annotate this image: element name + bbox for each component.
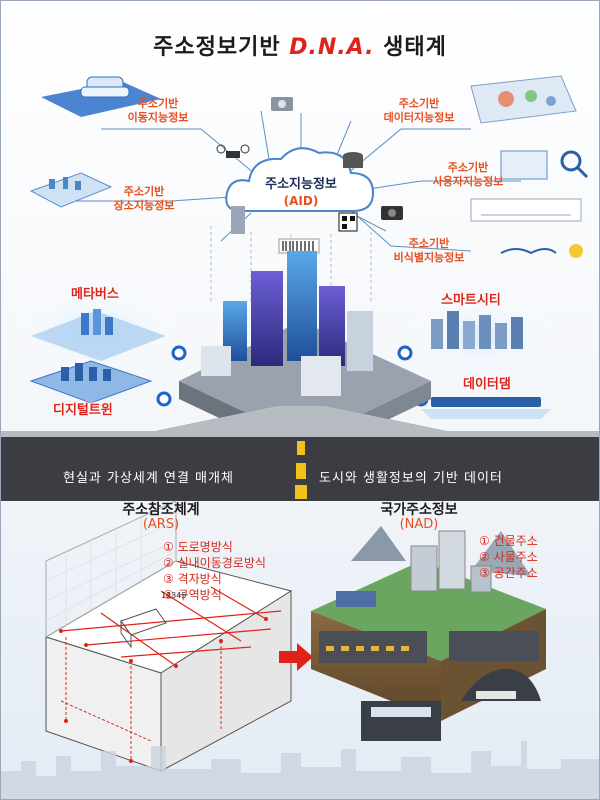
label-unstructured-line1: 주소기반 — [408, 237, 450, 250]
page-title: 주소정보기반 D.N.A. 생태계 — [1, 29, 599, 61]
label-data-line2: 데이터지능정보 — [383, 111, 455, 124]
ars-item: ① 도로명방식 — [163, 540, 233, 554]
ars-grid-diagram — [44, 500, 293, 772]
label-metaverse: 메타버스 — [71, 287, 119, 302]
label-data-line1: 주소기반 — [398, 97, 440, 110]
digital-twin-icon — [29, 360, 153, 404]
label-user-line1: 주소기반 — [447, 161, 489, 174]
drone-icon — [216, 144, 250, 158]
dashboard-tablet-icon — [470, 75, 577, 124]
barcode-icon — [278, 238, 320, 254]
cloud-name: 주소지능정보 — [265, 177, 337, 192]
road-band — [1, 406, 599, 501]
ars-item: ③ 격자방식 — [163, 572, 222, 586]
label-user-line2: 사용자지능정보 — [432, 175, 504, 188]
road-text-right: 도시와 생활정보의 기반 데이터 — [319, 471, 503, 486]
ars-item: ④ 구역방식 — [163, 588, 222, 602]
cloud-icon — [225, 147, 375, 212]
label-place-line2: 장소지능정보 — [113, 199, 175, 212]
title-tail: 생태계 — [374, 35, 447, 60]
car-phone-icon — [41, 76, 161, 117]
label-unstructured-info: 주소기반 비식별지능정보 — [379, 237, 479, 265]
tablet-map-icon — [29, 172, 113, 208]
label-mobility-line1: 주소기반 — [137, 97, 179, 110]
cylinder-icon — [343, 152, 363, 168]
nad-item: ② 사물주소 — [479, 550, 538, 564]
title-accent: D.N.A. — [289, 35, 375, 60]
label-mobility-info: 주소기반 이동지능정보 — [113, 97, 203, 125]
nad-item: ③ 공간주소 — [479, 566, 538, 580]
title-main: 주소정보기반 — [153, 35, 290, 60]
cloud-label: 주소지능정보 (AID) — [236, 177, 366, 209]
nad-abbr: (NAD) — [399, 517, 439, 532]
camera-small-icon — [381, 206, 403, 220]
nad-address-list: ① 건물주소 ② 사물주소 ③ 공간주소 — [479, 533, 538, 581]
label-smart-city: 스마트시티 — [441, 293, 501, 308]
skyline-silhouette — [1, 741, 599, 799]
road-text-left: 현실과 가상세계 연결 매개체 — [63, 471, 234, 486]
arrow-right-icon — [279, 643, 313, 671]
label-digital-twin: 디지털트윈 — [53, 403, 113, 418]
label-user-info: 주소기반 사용자지능정보 — [413, 161, 523, 189]
smart-city-icon — [431, 311, 523, 349]
devices-icon — [470, 150, 589, 222]
label-place-info: 주소기반 장소지능정보 — [99, 185, 189, 213]
data-dam-icon — [421, 397, 551, 419]
label-mobility-line2: 이동지능정보 — [127, 111, 189, 124]
ars-abbr: (ARS) — [142, 517, 180, 532]
label-data-dam: 데이터댐 — [463, 377, 511, 392]
handshake-icon — [500, 244, 583, 258]
camera-icon — [271, 97, 293, 111]
label-unstructured-line2: 비식별지능정보 — [393, 251, 465, 264]
label-data-info: 주소기반 데이터지능정보 — [369, 97, 469, 125]
nad-city-diagram — [311, 526, 546, 741]
cloud-abbr: (AID) — [283, 194, 319, 208]
label-place-line1: 주소기반 — [123, 185, 165, 198]
ars-item: ② 실내이동경로방식 — [163, 556, 266, 570]
ars-diagram-number: 12345 — [161, 591, 187, 600]
nad-item: ① 건물주소 — [479, 534, 538, 548]
ars-title: 주소참조체계 — [122, 502, 200, 518]
qr-code-icon — [338, 212, 358, 232]
ars-method-list: ① 도로명방식 ② 실내이동경로방식 ③ 격자방식 ④ 구역방식 — [163, 539, 266, 603]
metaverse-city-icon — [31, 309, 166, 361]
nad-title: 국가주소정보 — [380, 502, 458, 518]
